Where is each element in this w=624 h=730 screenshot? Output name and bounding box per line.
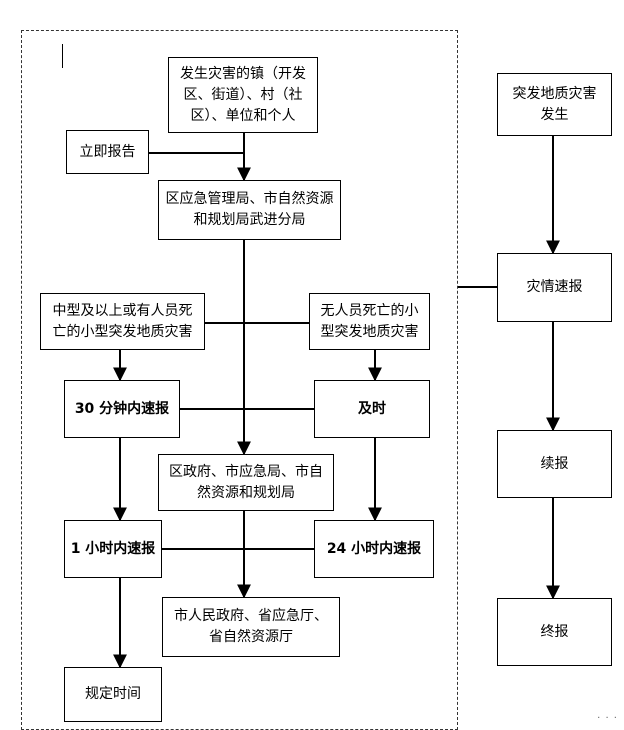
occurrence-box: 突发地质灾害 发生 xyxy=(497,73,612,136)
minor-case-box: 无人员死亡的小 型突发地质灾害 xyxy=(309,293,430,350)
report-1h-box: 1 小时内速报 xyxy=(64,520,162,578)
timely-box: 及时 xyxy=(314,380,430,438)
follow-up-box: 续报 xyxy=(497,430,612,498)
specified-time-box: 规定时间 xyxy=(64,667,162,722)
report-now-box: 立即报告 xyxy=(66,130,149,174)
major-case-box: 中型及以上或有人员死 亡的小型突发地质灾害 xyxy=(40,293,205,350)
district-gov-box: 区政府、市应急局、市自 然资源和规划局 xyxy=(158,454,334,511)
district-bureaus-box: 区应急管理局、市自然资源 和规划局武进分局 xyxy=(158,180,341,240)
incident-source-box: 发生灾害的镇（开发 区、街道）、村（社 区）、单位和个人 xyxy=(168,57,318,133)
report-24h-box: 24 小时内速报 xyxy=(314,520,434,578)
report-30min-box: 30 分钟内速报 xyxy=(64,380,180,438)
quick-report-box: 灾情速报 xyxy=(497,253,612,322)
final-report-box: 终报 xyxy=(497,598,612,666)
text-cursor xyxy=(62,44,63,68)
corner-dots: · · · xyxy=(597,713,618,724)
city-gov-box: 市人民政府、省应急厅、 省自然资源厅 xyxy=(162,597,340,657)
